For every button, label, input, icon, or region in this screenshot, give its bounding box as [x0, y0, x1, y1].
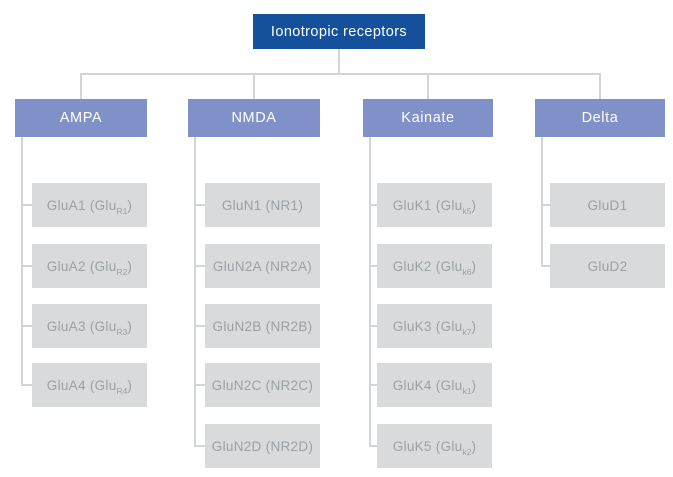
child-node-label: GluK4 (Gluk1) — [392, 377, 477, 396]
child-node-gluk3: GluK3 (Gluk7) — [377, 304, 492, 348]
group-node-kainate: Kainate — [363, 99, 493, 137]
child-node-glun2c: GluN2C (NR2C) — [205, 363, 320, 407]
child-node-glun2a: GluN2A (NR2A) — [205, 244, 320, 288]
main-horizontal-line — [80, 73, 601, 75]
child-node-glun1: GluN1 (NR1) — [205, 183, 320, 227]
drop-line-ampa — [80, 73, 82, 99]
child-node-label: GluA1 (GluR1) — [46, 197, 133, 216]
kainate-tick-3 — [369, 325, 378, 327]
child-node-glua1: GluA1 (GluR1) — [32, 183, 147, 227]
group-node-label: Kainate — [401, 110, 455, 126]
child-node-glua2: GluA2 (GluR2) — [32, 244, 147, 288]
child-node-label: GluN1 (NR1) — [221, 197, 304, 213]
kainate-stem-line — [369, 137, 371, 446]
drop-line-kainate — [427, 73, 429, 99]
group-node-label: Delta — [581, 110, 619, 126]
child-node-glud1: GluD1 — [550, 183, 665, 227]
child-node-label: GluA4 (GluR4) — [46, 377, 133, 396]
child-node-glua4: GluA4 (GluR4) — [32, 363, 147, 407]
delta-stem-line — [541, 137, 543, 266]
child-node-label: GluD2 — [587, 258, 628, 274]
child-node-glua3: GluA3 (GluR3) — [32, 304, 147, 348]
ampa-tick-2 — [21, 265, 32, 267]
child-node-glun2d: GluN2D (NR2D) — [205, 424, 320, 468]
nmda-tick-3 — [194, 325, 205, 327]
child-node-label: GluK1 (Gluk5) — [392, 197, 477, 216]
child-node-gluk2: GluK2 (Gluk6) — [377, 244, 492, 288]
root-stem-line — [338, 49, 340, 74]
ampa-stem-line — [21, 137, 23, 385]
group-node-label: NMDA — [231, 110, 277, 126]
root-node-ionotropic-receptors: Ionotropic receptors — [253, 14, 425, 49]
child-node-label: GluN2A (NR2A) — [212, 258, 313, 274]
kainate-tick-1 — [369, 204, 378, 206]
nmda-tick-2 — [194, 265, 205, 267]
root-node-label: Ionotropic receptors — [270, 23, 408, 40]
child-node-label: GluK5 (Gluk2) — [392, 438, 477, 457]
drop-line-delta — [599, 73, 601, 99]
child-node-glud2: GluD2 — [550, 244, 665, 288]
ampa-tick-4 — [21, 384, 32, 386]
child-node-label: GluK2 (Gluk6) — [392, 258, 477, 277]
delta-tick-2 — [541, 265, 551, 267]
group-node-nmda: NMDA — [188, 99, 320, 137]
child-node-label: GluA3 (GluR3) — [46, 318, 133, 337]
child-node-gluk4: GluK4 (Gluk1) — [377, 363, 492, 407]
drop-line-nmda — [253, 73, 255, 99]
nmda-stem-line — [194, 137, 196, 446]
child-node-label: GluN2B (NR2B) — [212, 318, 313, 334]
delta-tick-1 — [541, 204, 551, 206]
child-node-gluk5: GluK5 (Gluk2) — [377, 424, 492, 468]
kainate-tick-4 — [369, 384, 378, 386]
child-node-gluk1: GluK1 (Gluk5) — [377, 183, 492, 227]
child-node-label: GluD1 — [587, 197, 628, 213]
kainate-tick-5 — [369, 445, 378, 447]
child-node-label: GluA2 (GluR2) — [46, 258, 133, 277]
group-node-delta: Delta — [535, 99, 665, 137]
group-node-ampa: AMPA — [15, 99, 147, 137]
child-node-label: GluN2C (NR2C) — [211, 377, 314, 393]
child-node-glun2b: GluN2B (NR2B) — [205, 304, 320, 348]
child-node-label: GluN2D (NR2D) — [211, 438, 314, 454]
nmda-tick-1 — [194, 204, 205, 206]
child-node-label: GluK3 (Gluk7) — [392, 318, 477, 337]
nmda-tick-5 — [194, 445, 205, 447]
ampa-tick-1 — [21, 204, 32, 206]
ampa-tick-3 — [21, 325, 32, 327]
nmda-tick-4 — [194, 384, 205, 386]
kainate-tick-2 — [369, 265, 378, 267]
group-node-label: AMPA — [59, 110, 103, 126]
